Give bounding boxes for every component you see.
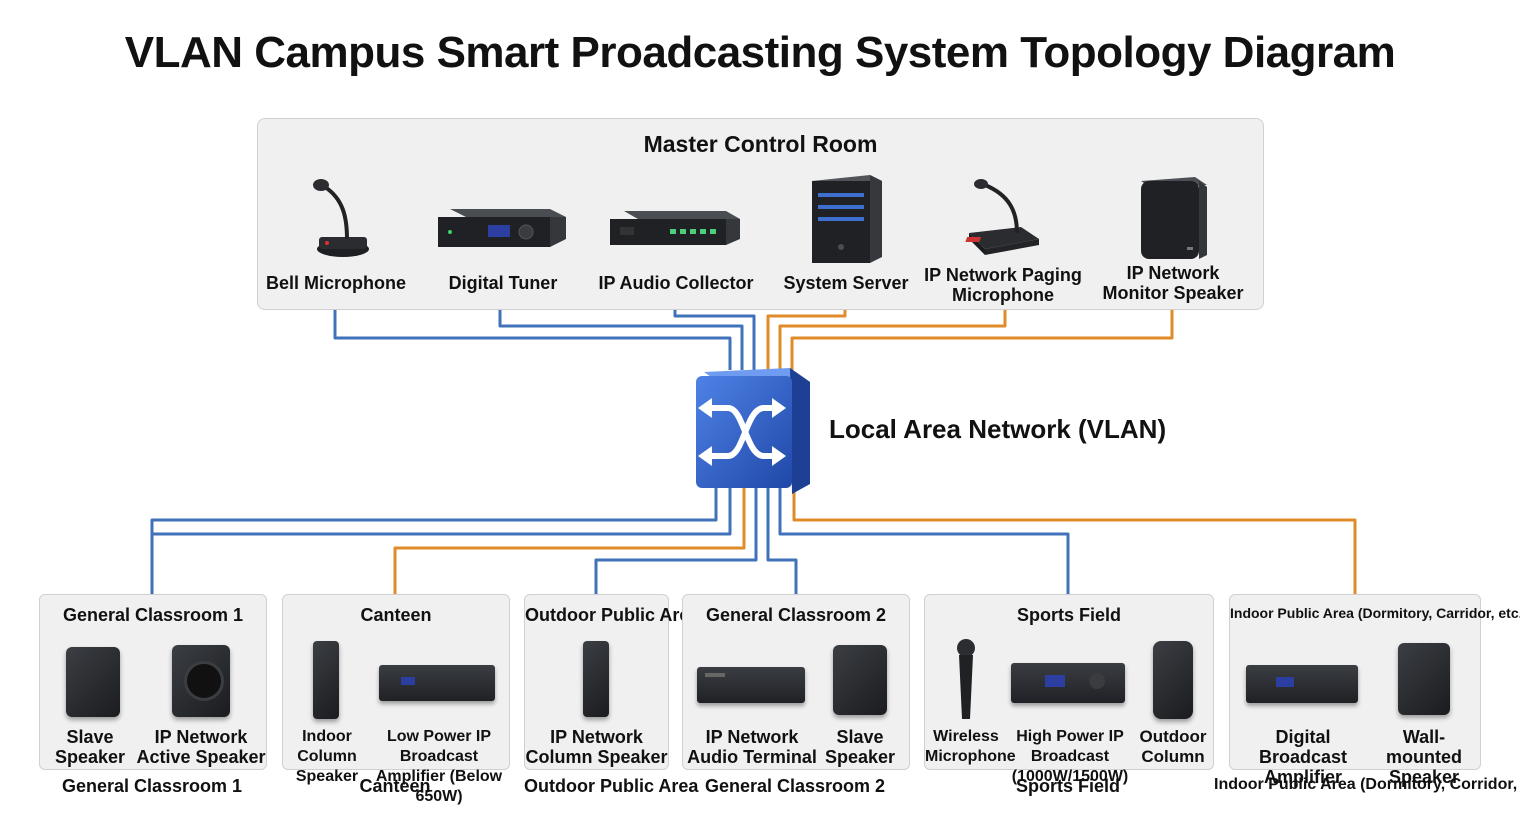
area-caption: General Classroom 2 <box>704 776 886 796</box>
diagram-title: VLAN Campus Smart Proadcasting System To… <box>124 28 1396 77</box>
area-caption: Outdoor Public Area <box>524 776 699 796</box>
area-outdoor-public-area: Outdoor Public Area IP Network Column Sp… <box>524 594 700 770</box>
wire-monitor-speaker <box>790 300 1174 370</box>
rack-tuner-icon <box>438 209 566 247</box>
tower-server-icon <box>812 175 882 263</box>
monitor-speaker-icon <box>1141 177 1207 259</box>
audio-terminal-icon <box>697 667 805 703</box>
wire-canteen <box>393 480 746 594</box>
area-caption: Indoor Public Area (Dormitory, Corridor,… <box>1214 776 1520 793</box>
device-label: IP Network Audio Terminal <box>687 727 817 767</box>
device-label: IP Network Paging Microphone <box>924 265 1082 305</box>
device-label: IP Network Active Speaker <box>136 727 266 767</box>
area-indoor-public-area: Indoor Public Area (Dormitory, Carridor,… <box>1229 594 1520 787</box>
area-title: Outdoor Public Area <box>525 605 700 625</box>
device-label: Slave Speaker <box>54 727 126 767</box>
device-paging-microphone: IP Network Paging Microphone <box>924 177 1082 307</box>
rack-collector-icon <box>610 211 740 245</box>
active-speaker-icon <box>172 645 230 717</box>
wire-outdoor-public-area <box>594 480 758 594</box>
amplifier-icon <box>1246 665 1358 703</box>
wire-indoor-public-area <box>792 480 1357 594</box>
device-label: IP Audio Collector <box>598 273 754 293</box>
wall-speaker-icon <box>1398 643 1450 715</box>
device-label: Indoor Column Speaker <box>295 728 359 785</box>
amplifier-icon <box>1011 663 1125 703</box>
device-label: Wireless Microphone <box>925 728 1016 765</box>
area-caption: General Classroom 1 <box>61 776 243 796</box>
device-digital-tuner: Digital Tuner <box>438 177 568 297</box>
handheld-microphone-icon <box>957 639 975 719</box>
column-speaker-icon <box>583 641 609 717</box>
device-label: Low Power IP Broadcast Amplifier (Below … <box>375 728 503 805</box>
area-general-classroom-1: General Classroom 1 Slave Speaker IP Net… <box>39 594 267 770</box>
device-label: Wall-mounted Speaker <box>1386 727 1462 787</box>
wire-sports-field <box>778 480 1070 594</box>
master-control-room: Master Control Room Bell Microphone Digi… <box>257 118 1264 310</box>
area-caption: Canteen <box>359 776 431 796</box>
device-bell-microphone: Bell Microphone <box>266 177 406 297</box>
wire-bell-microphone <box>333 300 732 370</box>
device-label: Slave Speaker <box>824 727 896 767</box>
master-control-room-title: Master Control Room <box>643 131 878 157</box>
network-switch <box>694 366 814 496</box>
amplifier-icon <box>379 665 495 701</box>
wire-general-classroom-2 <box>766 480 798 594</box>
device-label: Outdoor Column <box>1139 727 1207 766</box>
column-speaker-icon <box>313 641 339 719</box>
device-ip-audio-collector: IP Audio Collector <box>598 177 754 297</box>
device-label: System Server <box>783 273 909 293</box>
area-sports-field: Sports Field Wireless Microphone High Po… <box>924 594 1214 785</box>
wire-general-classroom-1b <box>152 480 732 536</box>
area-title: General Classroom 1 <box>62 605 244 625</box>
speaker-icon <box>833 645 887 715</box>
area-title: Sports Field <box>1016 605 1121 625</box>
device-label: IP Network Column Speaker <box>525 727 668 767</box>
area-title: Indoor Public Area (Dormitory, Carridor,… <box>1230 605 1520 621</box>
device-label: Digital Broadcast Amplifier <box>1258 727 1348 787</box>
wire-general-classroom-1 <box>150 480 718 594</box>
area-title: General Classroom 2 <box>705 605 887 625</box>
device-label: IP Network Monitor Speaker <box>1102 263 1244 303</box>
gooseneck-microphone-icon <box>313 179 369 257</box>
device-system-server: System Server <box>783 171 909 297</box>
wire-digital-tuner <box>498 300 744 370</box>
speaker-icon <box>66 647 120 717</box>
device-label: Bell Microphone <box>265 273 406 293</box>
outdoor-speaker-icon <box>1153 641 1193 719</box>
area-title: Canteen <box>360 605 432 625</box>
device-monitor-speaker: IP Network Monitor Speaker <box>1102 175 1244 305</box>
area-canteen: Canteen Indoor Column Speaker Low Power … <box>282 594 510 805</box>
area-general-classroom-2: General Classroom 2 IP Network Audio Ter… <box>682 594 910 770</box>
device-label: High Power IP Broadcast (1000W/1500W) <box>1011 728 1129 785</box>
switch-label: Local Area Network (VLAN) <box>829 414 1167 444</box>
area-caption: Sports Field <box>1015 776 1120 796</box>
network-switch-icon <box>696 368 810 494</box>
device-label: Digital Tuner <box>448 273 558 293</box>
wire-paging-microphone <box>778 300 1007 370</box>
paging-microphone-icon <box>965 179 1039 255</box>
